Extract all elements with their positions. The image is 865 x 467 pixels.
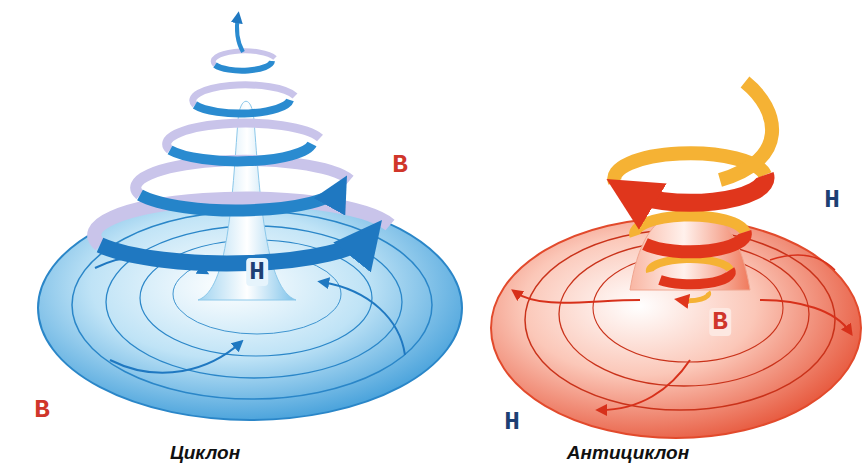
figure-caption: Антициклон <box>564 442 692 463</box>
figure-caption: Циклон <box>167 442 243 463</box>
low-pressure-mark: Н <box>501 408 523 436</box>
low-pressure-mark: Н <box>821 186 843 214</box>
low-pressure-mark: Н <box>246 258 268 286</box>
high-pressure-mark: В <box>389 151 411 179</box>
high-pressure-mark: В <box>709 308 731 336</box>
high-pressure-mark: В <box>31 396 53 424</box>
